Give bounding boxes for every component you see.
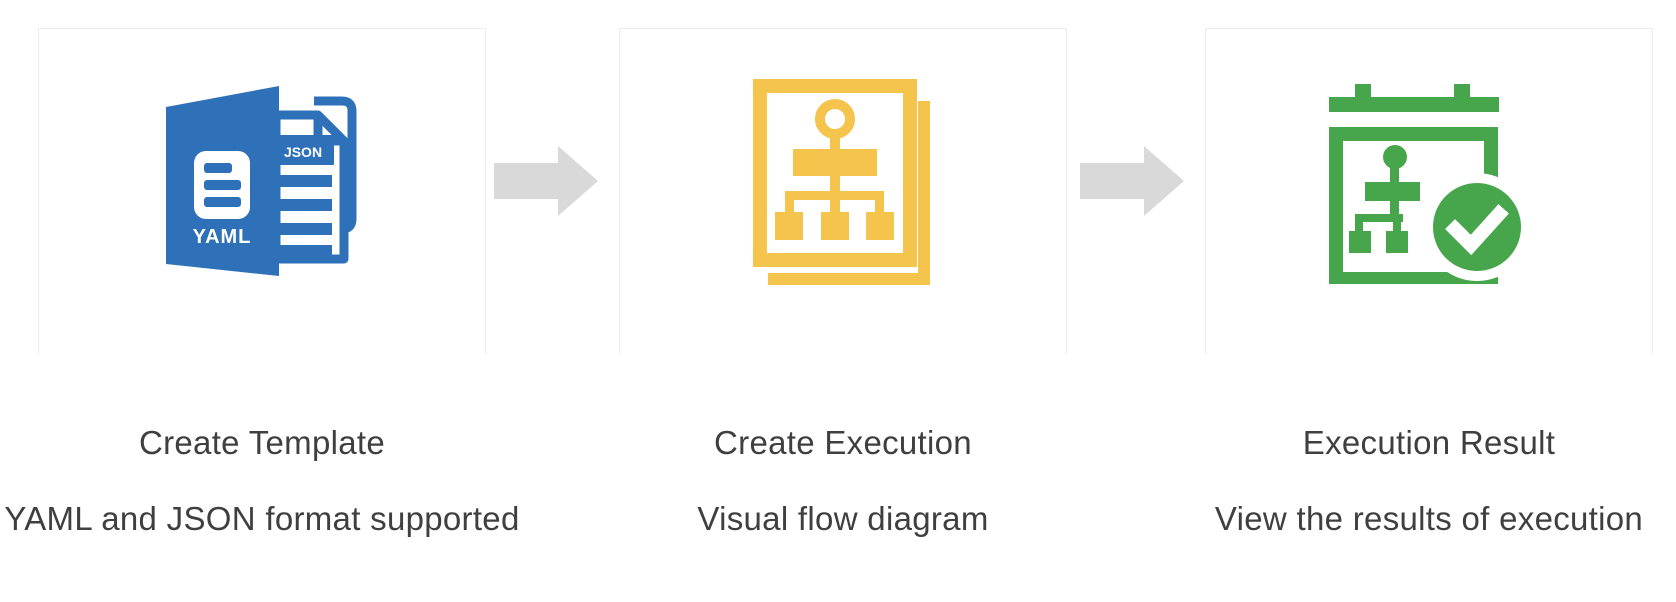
check-mark-icon [1445,204,1509,256]
step-title: Create Template [138,424,386,461]
step-create-execution: Create Execution Visual flow diagram [619,0,1067,602]
right-arrow-icon [494,146,598,216]
yaml-json-document-icon: JSON YAML [165,86,356,276]
create-template-card: JSON YAML [38,28,486,354]
right-arrow-icon [1080,146,1184,216]
step-title: Execution Result [1302,424,1556,461]
step-subtitle: Visual flow diagram [697,500,989,537]
create-execution-card [619,28,1067,354]
step-create-template: JSON YAML Create Template YAML and JSON … [4,0,519,602]
step-subtitle: YAML and JSON format supported [4,500,520,537]
flow-diagram-pages-icon [752,79,930,285]
step-subtitle: View the results of execution [1214,500,1644,537]
yaml-label: YAML [192,226,251,248]
json-label: JSON [283,144,321,160]
step-execution-result: Execution Result View the results of exe… [1205,0,1653,602]
step-title: Create Execution [714,424,972,461]
execution-result-card [1205,28,1653,354]
calendar-flow-check-icon [1329,84,1529,284]
